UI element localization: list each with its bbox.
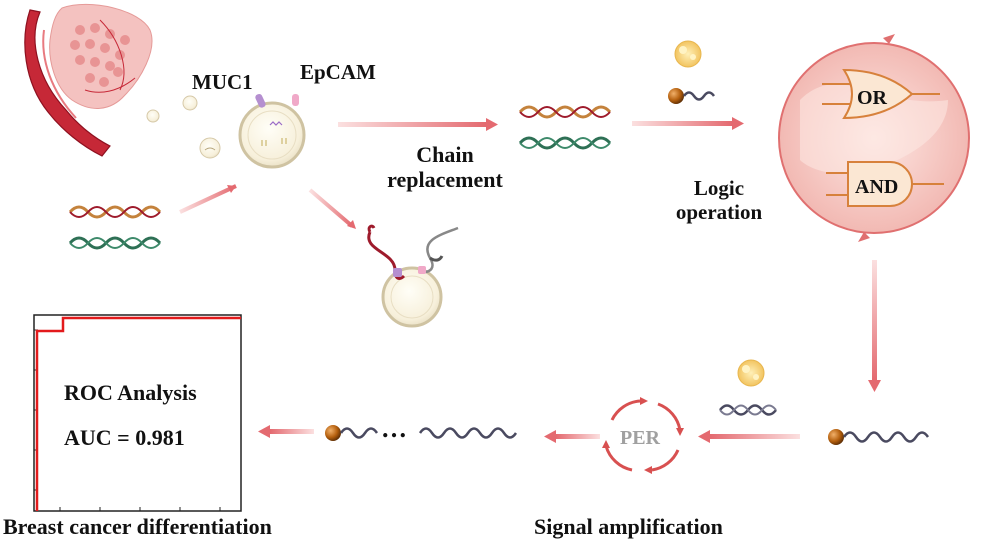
- vesicle-icon: [146, 95, 221, 159]
- dna-duplex-input: [68, 205, 162, 250]
- per-label: PER: [620, 427, 660, 449]
- flow-arrows: [179, 117, 881, 443]
- signal-amplification-label: Signal amplification: [534, 514, 723, 539]
- auc-value: AUC = 0.981: [64, 425, 185, 450]
- dna-strands-released: [518, 105, 612, 150]
- roc-analysis-title: ROC Analysis: [64, 380, 197, 405]
- gold-bead-icon: [325, 425, 379, 441]
- logic-operation-label: Logic operation: [675, 176, 763, 225]
- and-gate-label: AND: [855, 176, 899, 198]
- dna-strand-icon: [418, 427, 518, 439]
- tumor-tissue-icon: [24, 3, 153, 157]
- or-gate-icon: [822, 68, 940, 120]
- ellipsis-label: …: [381, 414, 407, 443]
- roc-curve: [35, 316, 241, 511]
- logic-circle: [778, 34, 970, 242]
- epcam-label: EpCAM: [300, 60, 376, 84]
- gold-bead-icon: [828, 429, 930, 445]
- nanomaterial-icon: [737, 359, 765, 387]
- or-gate-label: OR: [857, 87, 887, 109]
- nanomaterial-icon: [674, 40, 702, 68]
- roc-plot: [33, 314, 242, 512]
- dna-duplex-icon: [719, 404, 777, 416]
- chain-replacement-label: Chain replacement: [387, 142, 503, 193]
- and-gate-icon: [826, 161, 944, 207]
- gold-bead-icon: [668, 88, 716, 104]
- exosome-released-icon: [367, 224, 459, 328]
- exosome-icon: [238, 93, 306, 169]
- per-cycle-icon: [602, 397, 684, 474]
- breast-cancer-differentiation-label: Breast cancer differentiation: [3, 514, 272, 539]
- muc1-label: MUC1: [192, 70, 253, 94]
